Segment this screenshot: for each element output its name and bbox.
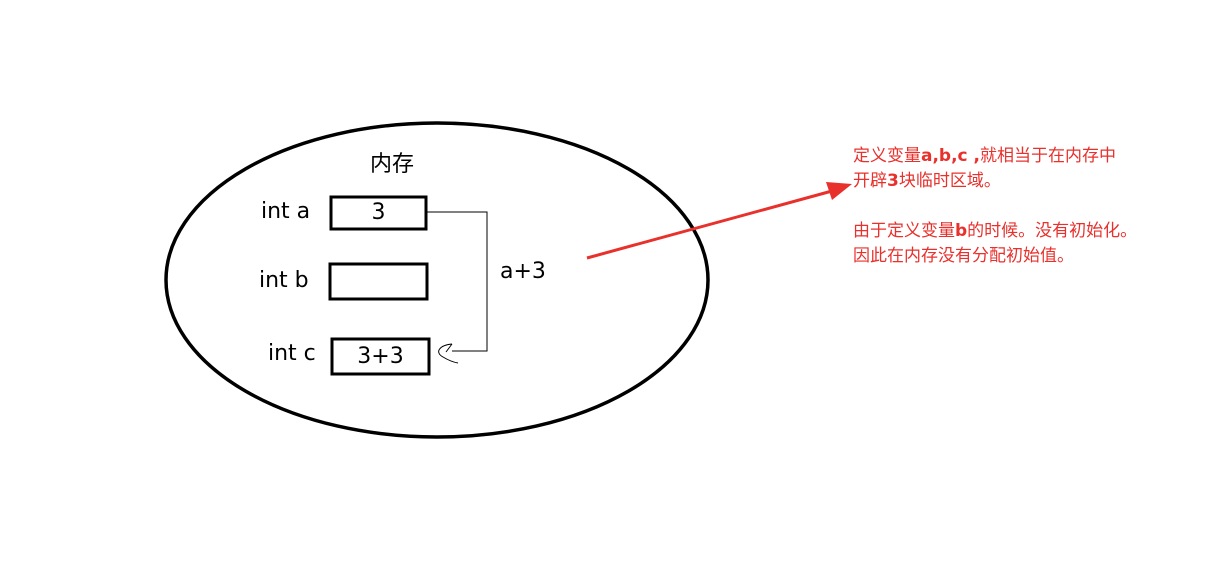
note-line-1-pre: 定义变量: [853, 146, 921, 166]
note-line-3-pre: 由于定义变量: [853, 221, 955, 241]
note-line-1: 定义变量a,b,c ,就相当于在内存中: [853, 144, 1116, 169]
var-label-c: int c: [268, 341, 316, 366]
note-arrow-head: [826, 182, 852, 200]
var-label-b: int b: [259, 268, 309, 293]
note-line-2-pre: 开辟: [853, 171, 887, 191]
note-line-1-post: 就相当于在内存中: [980, 146, 1117, 166]
note-line-4: 因此在内存没有分配初始值。: [853, 246, 1074, 266]
note-line-2-post: 块临时区域。: [898, 171, 1001, 191]
box-int-b: [328, 262, 429, 301]
memory-title: 内存: [370, 152, 415, 177]
var-label-a: int a: [261, 199, 311, 224]
box-int-c: [330, 337, 431, 376]
box-int-a: [329, 195, 428, 231]
note-arrow-line: [586, 189, 833, 260]
flow-label: a+3: [500, 259, 546, 284]
var-value-c: 3+3: [357, 344, 404, 369]
note-line-3-bold: b: [955, 221, 968, 241]
var-value-a: 3: [371, 200, 386, 225]
note-line-2-bold: 3: [887, 171, 899, 191]
note-line-2: 开辟3块临时区域。: [853, 169, 1001, 194]
note-line-3: 由于定义变量b的时候。没有初始化。: [853, 219, 1137, 244]
note-line-1-bold: a,b,c ,: [921, 146, 981, 166]
memory-ellipse: [164, 121, 710, 439]
flow-connector: [426, 211, 488, 352]
flow-arrowhead: [438, 343, 459, 364]
note-line-3-post: 的时候。没有初始化。: [967, 221, 1138, 241]
